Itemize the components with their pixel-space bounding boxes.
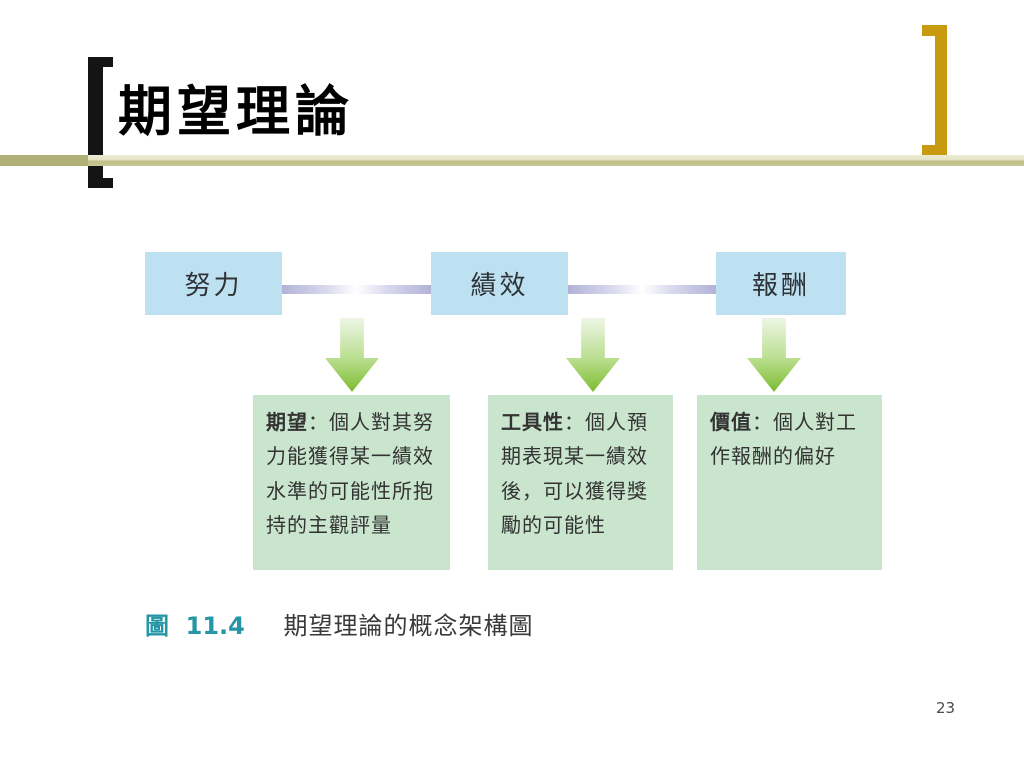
concept-box-performance: 績效: [431, 252, 568, 315]
page-title: 期望理論: [118, 79, 354, 143]
detail-box-valence-description: 個人對工作報酬的偏好: [710, 410, 857, 469]
connector-line-icon: [282, 285, 431, 294]
down-arrow-icon: [325, 318, 379, 392]
figure-caption: 圖 11.4 期望理論的概念架構圖: [145, 606, 534, 641]
detail-box-instrumentality-separator: ：: [564, 410, 585, 434]
detail-box-valence-separator: ：: [752, 410, 773, 434]
connector-line-icon: [568, 285, 716, 294]
detail-box-expectancy: 期望：個人對其努力能獲得某一績效水準的可能性所抱持的主觀評量: [253, 395, 450, 570]
corner-right-bracket: [922, 25, 947, 156]
detail-box-valence-term: 價值: [710, 410, 752, 434]
page-number: 23: [936, 699, 956, 717]
concept-box-reward: 報酬: [716, 252, 846, 315]
detail-box-expectancy-description: 個人對其努力能獲得某一績效水準的可能性所抱持的主觀評量: [266, 410, 434, 538]
detail-box-instrumentality-term: 工具性: [501, 410, 564, 434]
down-arrow-icon: [747, 318, 801, 392]
figure-caption-label: 圖: [145, 612, 169, 640]
figure-caption-text: 期望理論的概念架構圖: [283, 612, 534, 640]
detail-box-expectancy-term: 期望: [266, 410, 308, 434]
title-divider-left-segment: [0, 155, 88, 166]
detail-box-instrumentality-description: 個人預期表現某一績效後，可以獲得獎勵的可能性: [501, 410, 648, 538]
figure-caption-number: 11.4: [185, 612, 245, 640]
title-divider-line: [0, 155, 1024, 166]
detail-box-expectancy-separator: ：: [308, 410, 329, 434]
concept-box-effort-label: 努力: [184, 271, 243, 301]
detail-box-valence: 價值：個人對工作報酬的偏好: [697, 395, 882, 570]
concept-box-effort: 努力: [145, 252, 282, 315]
title-left-bracket: [88, 57, 113, 188]
concept-box-reward-label: 報酬: [751, 271, 810, 301]
detail-box-instrumentality: 工具性：個人預期表現某一績效後，可以獲得獎勵的可能性: [488, 395, 673, 570]
down-arrow-icon: [566, 318, 620, 392]
concept-box-performance-label: 績效: [470, 271, 529, 301]
